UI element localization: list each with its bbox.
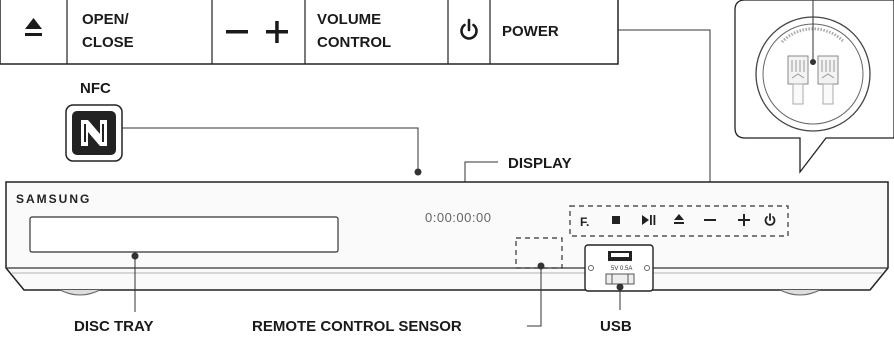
nfc-label: NFC [80,80,111,97]
remote-sensor-leader-line [527,266,542,327]
usb-port: 5V 0.5A [584,244,654,292]
open-close-label-line1: OPEN/ [82,11,130,28]
remote-sensor-leader-dot [537,262,545,270]
stop-icon [612,216,620,224]
brand-logo: SAMSUNG [16,192,91,206]
touch-power-icon [764,213,776,226]
remote-sensor-label: REMOTE CONTROL SENSOR [252,318,462,335]
plus-icon [266,21,288,43]
control-table: OPEN/ CLOSE VOLUME CONTROL POWER [0,0,619,65]
minus-icon [226,30,248,34]
power-icon [460,18,478,40]
usb-rating-text: 5V 0.5A [611,266,632,272]
volume-label-line1: VOLUME [317,11,381,28]
usb-leader-dot [616,283,624,291]
nfc-leader-line [122,127,419,172]
open-close-label-line2: CLOSE [82,34,134,51]
disc-tray [29,216,339,253]
power-leader-line [618,29,711,205]
volume-label-line2: CONTROL [317,34,391,51]
touch-minus-icon [704,219,716,221]
usb-zoom-inset [734,0,894,174]
play-pause-icon [642,215,656,225]
right-foot [779,289,821,296]
nfc-leader-dot [414,168,422,176]
touch-plus-icon [738,214,750,226]
touch-panel: F. [569,205,789,237]
eject-icon [25,18,42,36]
device-body [5,181,889,296]
display-readout: 0:00:00:00 [425,210,491,225]
disc-tray-leader-dot [131,252,139,260]
nfc-icon [65,104,123,162]
touch-eject-icon [674,214,684,224]
disc-tray-label: DISC TRAY [74,318,153,335]
power-label: POWER [502,23,559,40]
display-label: DISPLAY [508,155,572,172]
left-foot [59,289,101,296]
function-button-label: F. [580,215,589,229]
usb-label: USB [600,318,632,335]
